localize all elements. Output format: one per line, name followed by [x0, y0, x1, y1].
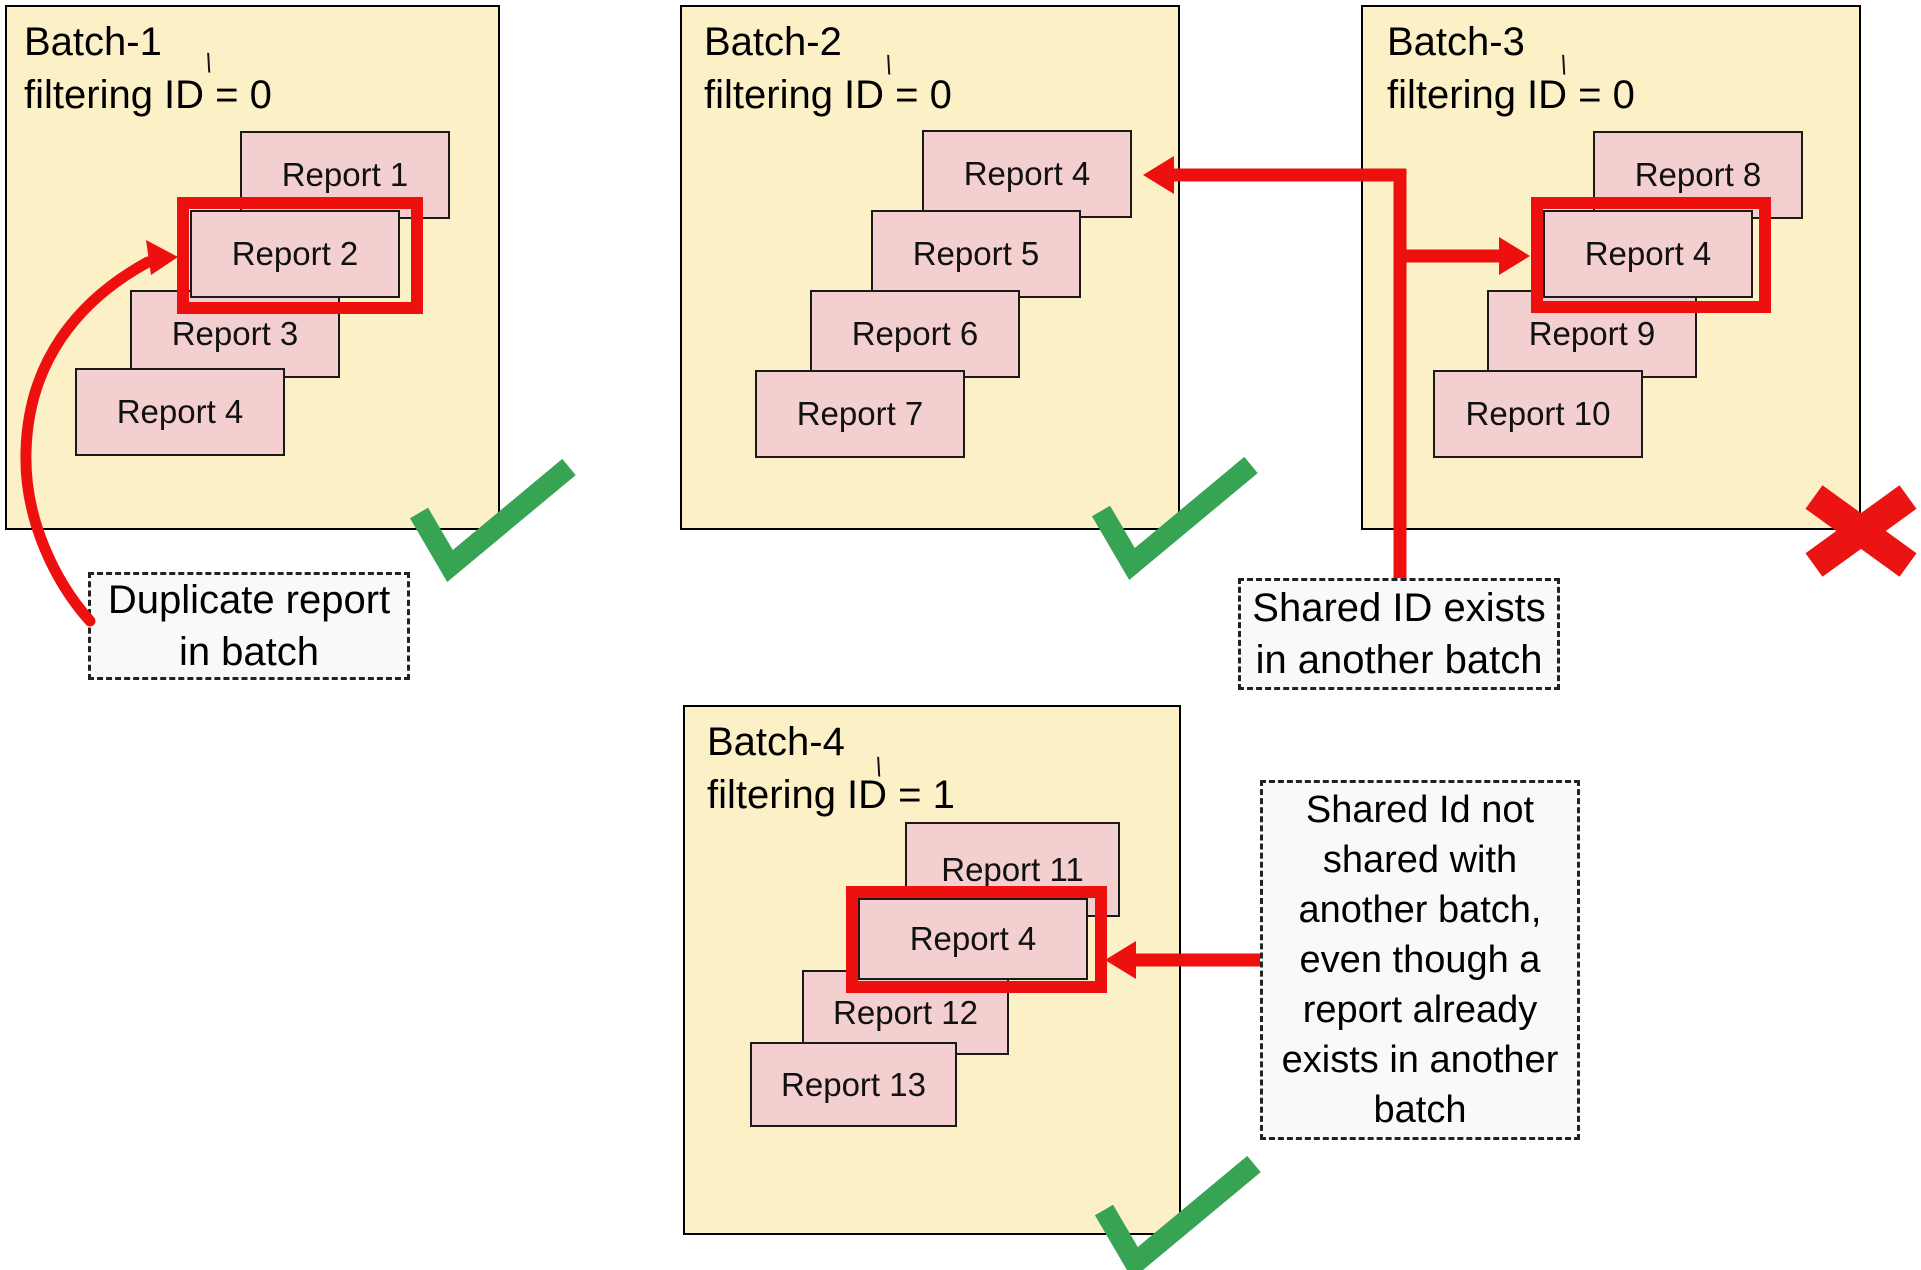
batch-3-subtitle: filtering ID = 0 [1387, 73, 1635, 117]
shared-id-highlight-frame [1531, 197, 1771, 313]
report-card: Report 4 [75, 368, 285, 456]
not-shared-highlight-frame [846, 886, 1107, 993]
batch-2-subtitle: filtering ID = 0 [704, 73, 952, 117]
batch-3-title: Batch-3 [1387, 20, 1525, 64]
report-card: Report 7 [755, 370, 965, 458]
batch-2-title: Batch-2 [704, 20, 842, 64]
batch-1-header: Batch-1 filtering ID = 0 [24, 16, 272, 122]
shared-id-not-shared-label: Shared Id not shared with another batch,… [1260, 780, 1580, 1140]
report-card-highlighted: Report 4 [858, 898, 1088, 980]
report-card-highlighted: Report 2 [190, 210, 400, 298]
report-card: Report 13 [750, 1042, 957, 1127]
batch-4-title: Batch-4 [707, 720, 845, 764]
duplicate-report-label: Duplicate report in batch [88, 572, 410, 680]
shared-id-exists-label: Shared ID exists in another batch [1238, 578, 1560, 690]
batch-1-subtitle: filtering ID = 0 [24, 73, 272, 117]
report-card: Report 4 [922, 130, 1132, 218]
batch-4-header: Batch-4 filtering ID = 1 [707, 716, 955, 822]
duplicate-highlight-frame [177, 197, 423, 314]
report-card: Report 6 [810, 290, 1020, 378]
batch-1-title: Batch-1 [24, 20, 162, 64]
batch-2-header: Batch-2 filtering ID = 0 [704, 16, 952, 122]
batch-3-header: Batch-3 filtering ID = 0 [1387, 16, 1635, 122]
report-card-highlighted: Report 4 [1543, 210, 1753, 298]
report-card: Report 5 [871, 210, 1081, 298]
report-card: Report 10 [1433, 370, 1643, 458]
batch-4-subtitle: filtering ID = 1 [707, 773, 955, 817]
